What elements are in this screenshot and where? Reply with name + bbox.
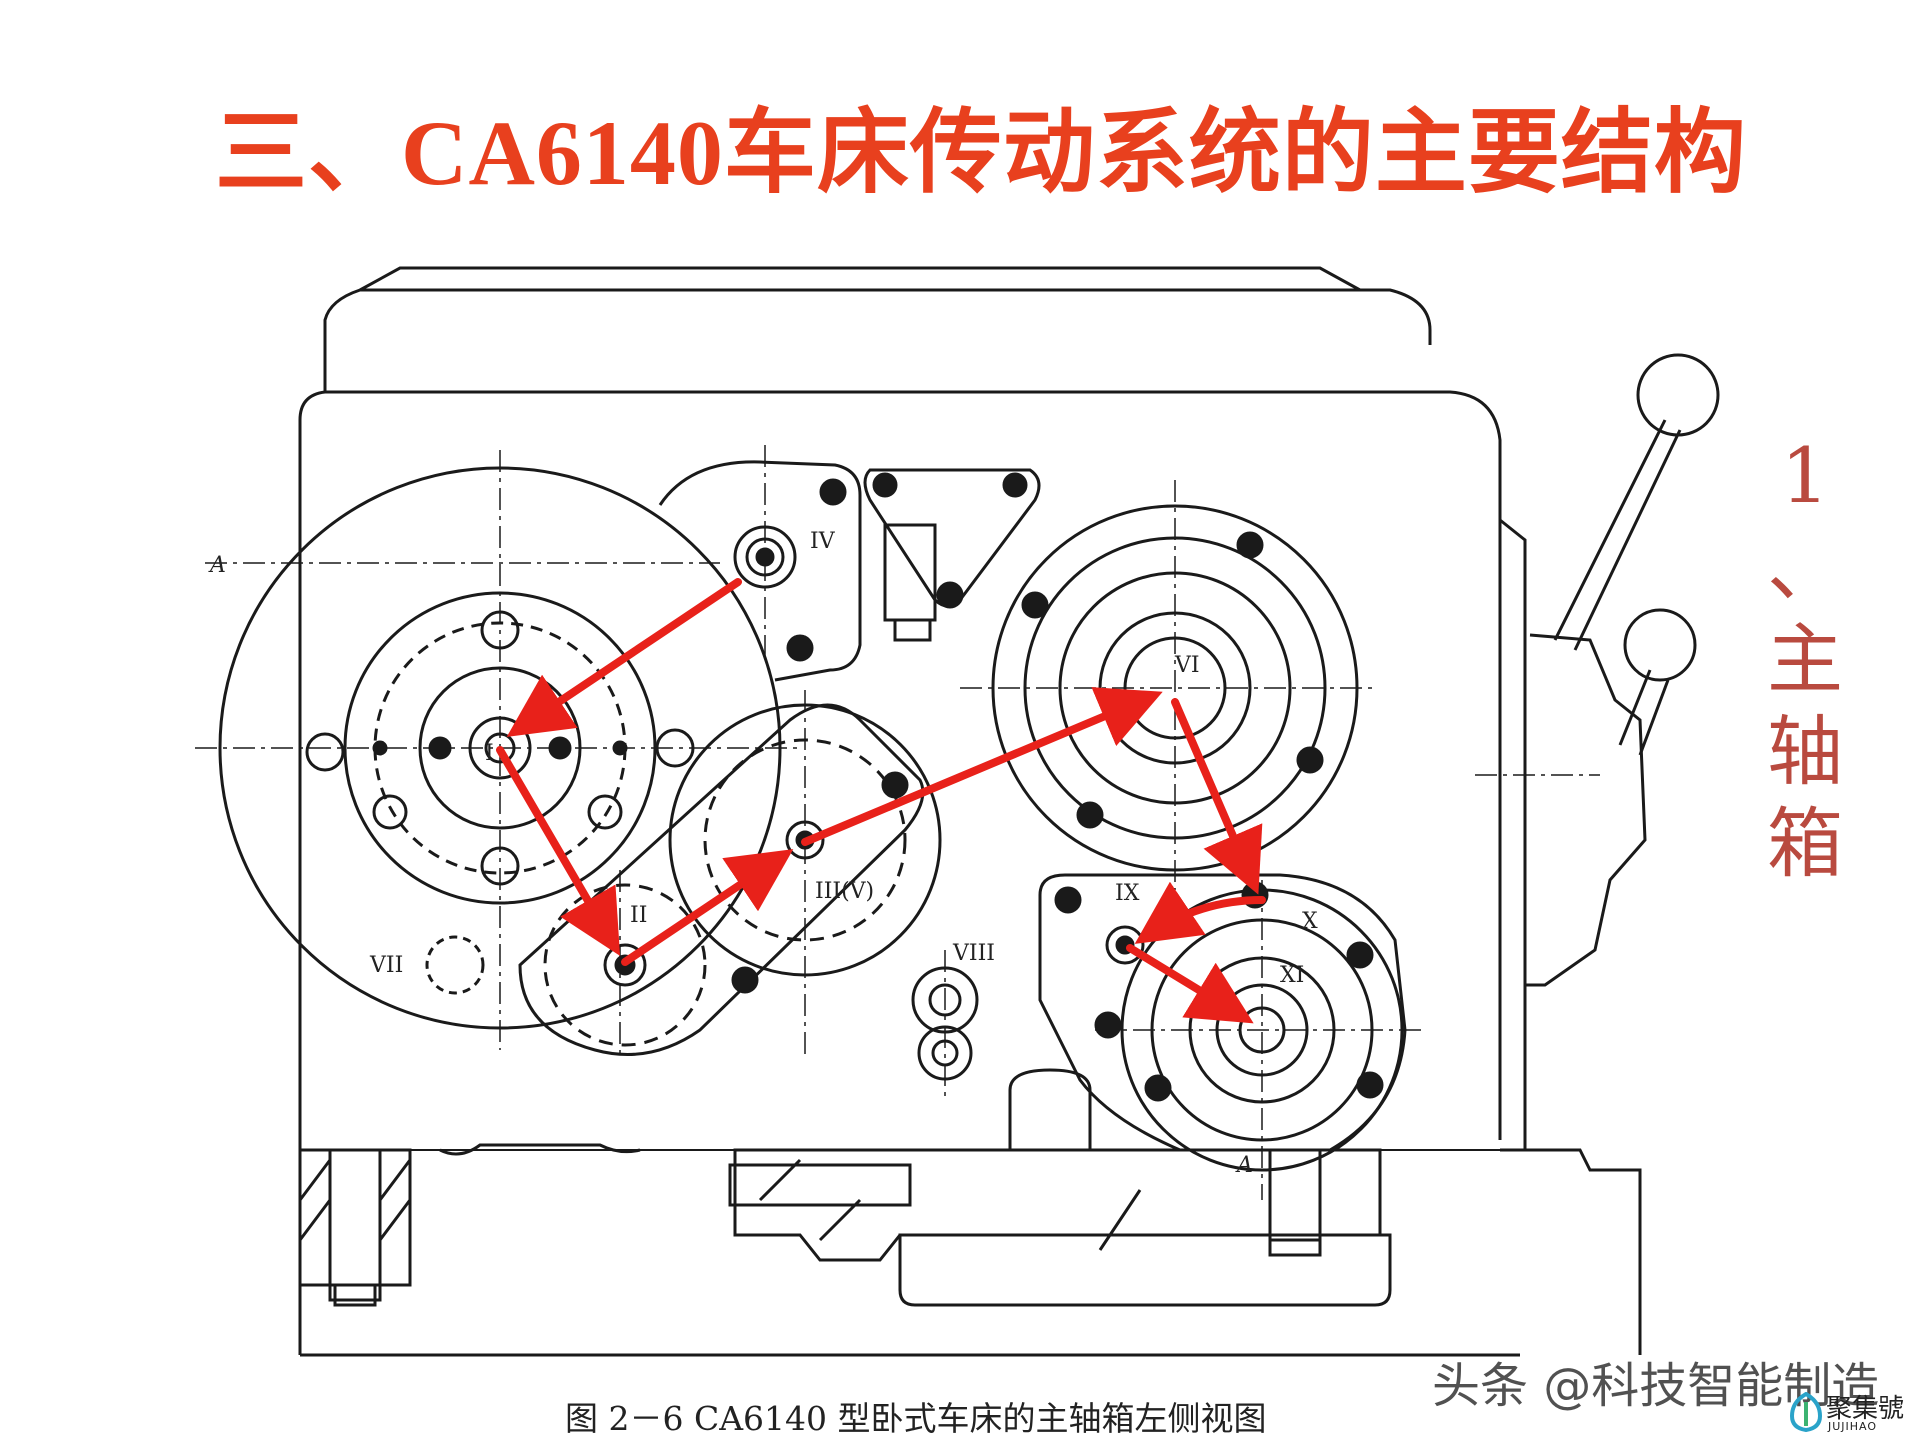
- shafts-ix-x-xi-housing: [1038, 873, 1407, 1172]
- brand-logo-icon: [1789, 1392, 1823, 1432]
- side-label-char: 、: [1767, 523, 1843, 612]
- housing-outline: [298, 266, 1642, 1357]
- shaft-label-vii: VII: [369, 953, 403, 978]
- arrow-iii-to-vi: [801, 687, 1163, 846]
- side-label-char: 1: [1780, 431, 1830, 520]
- section-mark-bottom: A: [1235, 1153, 1253, 1178]
- arrow-iv-to-i: [506, 578, 742, 737]
- shaft-label-iv: IV: [810, 529, 836, 554]
- control-lever: [1525, 353, 1720, 987]
- brand-name-en: JUJIHAO: [1828, 1420, 1878, 1433]
- shaft-label-i: I: [485, 741, 494, 766]
- shaft-label-xi: XI: [1280, 963, 1304, 988]
- brand-logo: 聚集號 JUJIHAO: [1788, 1388, 1904, 1438]
- arrow-ix-to-xi: [1126, 944, 1254, 1024]
- shaft-label-ix: IX: [1115, 881, 1140, 906]
- side-label: 1 、 主 轴 箱: [1760, 430, 1850, 890]
- arrow-x-to-ix: [1134, 881, 1266, 944]
- section-mark-top: A: [208, 553, 226, 578]
- power-flow-arrows: [496, 578, 1266, 1024]
- triangle-bracket: [863, 468, 1041, 642]
- slide-title: 三、CA6140车床传动系统的主要结构: [215, 102, 1747, 204]
- side-label-char: 主: [1767, 615, 1843, 704]
- arrow-vi-to-x: [1171, 698, 1263, 895]
- center-lines: [195, 445, 1600, 1200]
- arrow-i-to-ii: [496, 746, 621, 956]
- side-label-char: 轴: [1767, 707, 1843, 796]
- shaft-label-viii: VIII: [952, 941, 995, 966]
- shaft-label-x: X: [1302, 909, 1318, 934]
- side-label-char: 箱: [1767, 799, 1843, 888]
- brand-name-cn: 聚集號: [1826, 1394, 1905, 1424]
- figure-caption: 图 2－6 CA6140 型卧式车床的主轴箱左侧视图: [565, 1399, 1267, 1438]
- shaft-label-vi: VI: [1174, 653, 1200, 678]
- shaft-viii-gears: [911, 966, 979, 1081]
- base-parts: [298, 1068, 1392, 1307]
- arrow-ii-to-iii: [621, 849, 794, 966]
- shaft-label-iii: III(V): [815, 879, 874, 904]
- shaft-label-ii: II: [630, 903, 647, 928]
